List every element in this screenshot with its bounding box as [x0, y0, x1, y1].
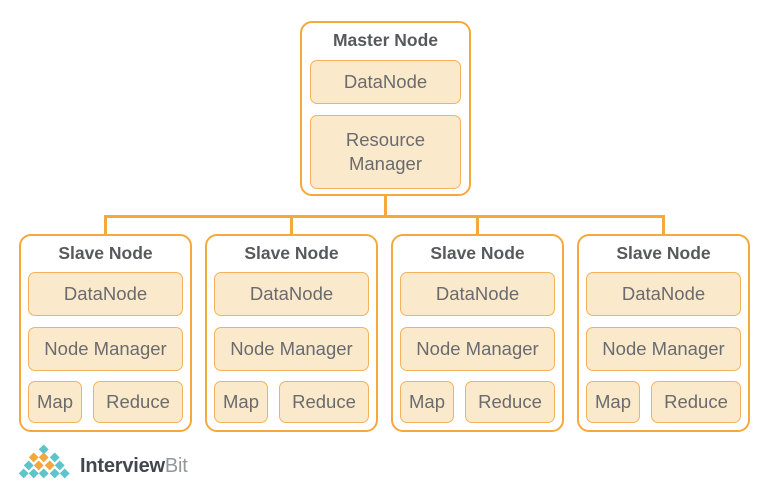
- master-datanode-box: DataNode: [310, 60, 461, 104]
- slave-datanode-label: DataNode: [63, 282, 148, 304]
- reduce-label: Reduce: [664, 390, 728, 412]
- slave-node-manager-box: Node Manager: [214, 327, 369, 371]
- logo-diamond: [38, 468, 50, 480]
- slave-node-card: Slave Node DataNode Node Manager Map Red…: [391, 234, 564, 432]
- reduce-box: Reduce: [651, 381, 741, 423]
- slave-node-card: Slave Node DataNode Node Manager Map Red…: [19, 234, 192, 432]
- master-resource-manager-box: Resource Manager: [310, 115, 461, 189]
- logo-diamond: [49, 468, 60, 480]
- reduce-label: Reduce: [106, 390, 170, 412]
- logo-text-interview: Interview: [80, 455, 165, 477]
- slave-node-title: Slave Node: [616, 243, 711, 263]
- slave-datanode-label: DataNode: [435, 282, 520, 304]
- reduce-box: Reduce: [279, 381, 369, 423]
- slave-node-manager-box: Node Manager: [28, 327, 183, 371]
- map-label: Map: [595, 390, 631, 412]
- slave-node-manager-box: Node Manager: [400, 327, 555, 371]
- map-label: Map: [37, 390, 73, 412]
- slave-node-manager-label: Node Manager: [230, 337, 353, 359]
- reduce-box: Reduce: [465, 381, 555, 423]
- logo-text-bit: Bit: [164, 455, 188, 477]
- connector-master-stub: [384, 195, 387, 216]
- slave-node-title: Slave Node: [244, 243, 339, 263]
- slave-datanode-label: DataNode: [621, 282, 706, 304]
- slave-node-manager-label: Node Manager: [416, 337, 539, 359]
- slave-node-manager-label: Node Manager: [44, 337, 167, 359]
- map-label: Map: [409, 390, 445, 412]
- connector-horizontal-line: [104, 215, 665, 218]
- slave-node-title: Slave Node: [430, 243, 525, 263]
- reduce-label: Reduce: [292, 390, 356, 412]
- slave-datanode-label: DataNode: [249, 282, 334, 304]
- slave-task-row: Map Reduce: [28, 381, 183, 423]
- map-box: Map: [400, 381, 454, 423]
- map-box: Map: [214, 381, 268, 423]
- connector-drop-slave-3: [476, 215, 479, 235]
- master-datanode-label: DataNode: [343, 70, 428, 92]
- map-box: Map: [586, 381, 640, 423]
- slave-node-card: Slave Node DataNode Node Manager Map Red…: [205, 234, 378, 432]
- slave-datanode-box: DataNode: [214, 272, 369, 316]
- connector-drop-slave-4: [662, 215, 665, 235]
- connector-drop-slave-2: [290, 215, 293, 235]
- master-node-title: Master Node: [332, 30, 439, 50]
- reduce-label: Reduce: [478, 390, 542, 412]
- slave-node-manager-box: Node Manager: [586, 327, 741, 371]
- map-box: Map: [28, 381, 82, 423]
- slave-node-manager-label: Node Manager: [602, 337, 725, 359]
- slave-task-row: Map Reduce: [400, 381, 555, 423]
- slave-node-card: Slave Node DataNode Node Manager Map Red…: [577, 234, 750, 432]
- slave-task-row: Map Reduce: [214, 381, 369, 423]
- master-node-card: Master Node DataNode Resource Manager: [300, 21, 471, 196]
- slave-task-row: Map Reduce: [586, 381, 741, 423]
- logo-pyramid-icon: [17, 444, 72, 480]
- slave-datanode-box: DataNode: [586, 272, 741, 316]
- slave-datanode-box: DataNode: [28, 272, 183, 316]
- connector-drop-slave-1: [104, 215, 107, 235]
- logo-diamond: [17, 468, 29, 480]
- logo-diamond: [59, 468, 71, 480]
- master-resource-manager-label: Resource Manager: [345, 128, 426, 174]
- interviewbit-logo: InterviewBit: [17, 444, 188, 480]
- logo-wordmark: InterviewBit: [80, 456, 188, 476]
- slave-node-title: Slave Node: [58, 243, 153, 263]
- slave-datanode-box: DataNode: [400, 272, 555, 316]
- reduce-box: Reduce: [93, 381, 183, 423]
- map-label: Map: [223, 390, 259, 412]
